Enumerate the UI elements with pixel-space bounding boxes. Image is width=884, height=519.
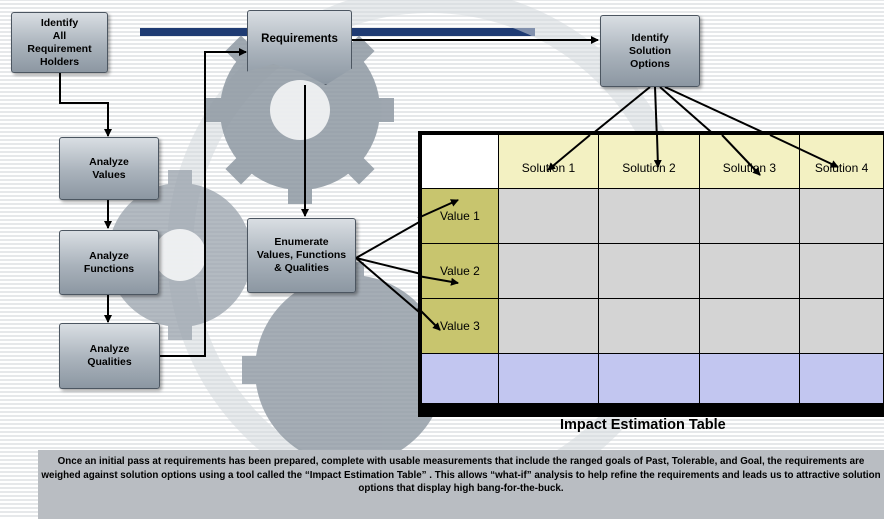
table-cell <box>799 298 884 354</box>
table-cell <box>598 298 700 354</box>
table-caption: Impact Estimation Table <box>560 417 726 433</box>
table-cell <box>497 188 600 244</box>
table-cell <box>799 188 884 244</box>
solution-1-header: Solution 1 <box>497 134 600 189</box>
table-cell <box>598 243 700 299</box>
analyze-qualities-box: Analyze Qualities <box>59 323 160 389</box>
table-cell <box>799 243 884 299</box>
solution-4-header: Solution 4 <box>799 134 884 189</box>
table-corner-cell <box>421 134 499 189</box>
table-cell <box>698 243 801 299</box>
table-cell <box>421 353 499 404</box>
table-cell <box>799 353 884 404</box>
value-2-label: Value 2 <box>421 243 499 299</box>
analyze-values-box: Analyze Values <box>59 137 159 200</box>
value-3-label: Value 3 <box>421 298 499 354</box>
explanation-note: Once an initial pass at requirements has… <box>38 450 884 519</box>
table-cell <box>497 298 600 354</box>
table-cell <box>598 188 700 244</box>
identify-solution-options-box: Identify Solution Options <box>600 15 700 87</box>
analyze-functions-box: Analyze Functions <box>59 230 159 295</box>
impact-estimation-table: Solution 1 Solution 2 Solution 3 Solutio… <box>418 131 884 417</box>
table-cell <box>497 243 600 299</box>
table-cell <box>698 188 801 244</box>
table-cell <box>698 353 801 404</box>
solution-2-header: Solution 2 <box>598 134 700 189</box>
table-cell <box>698 298 801 354</box>
solution-3-header: Solution 3 <box>698 134 801 189</box>
table-cell <box>598 353 700 404</box>
value-1-label: Value 1 <box>421 188 499 244</box>
enumerate-values-functions-qualities-box: Enumerate Values, Functions & Qualities <box>247 218 356 293</box>
identify-requirement-holders-box: Identify All Requirement Holders <box>11 12 108 73</box>
table-cell <box>497 353 600 404</box>
